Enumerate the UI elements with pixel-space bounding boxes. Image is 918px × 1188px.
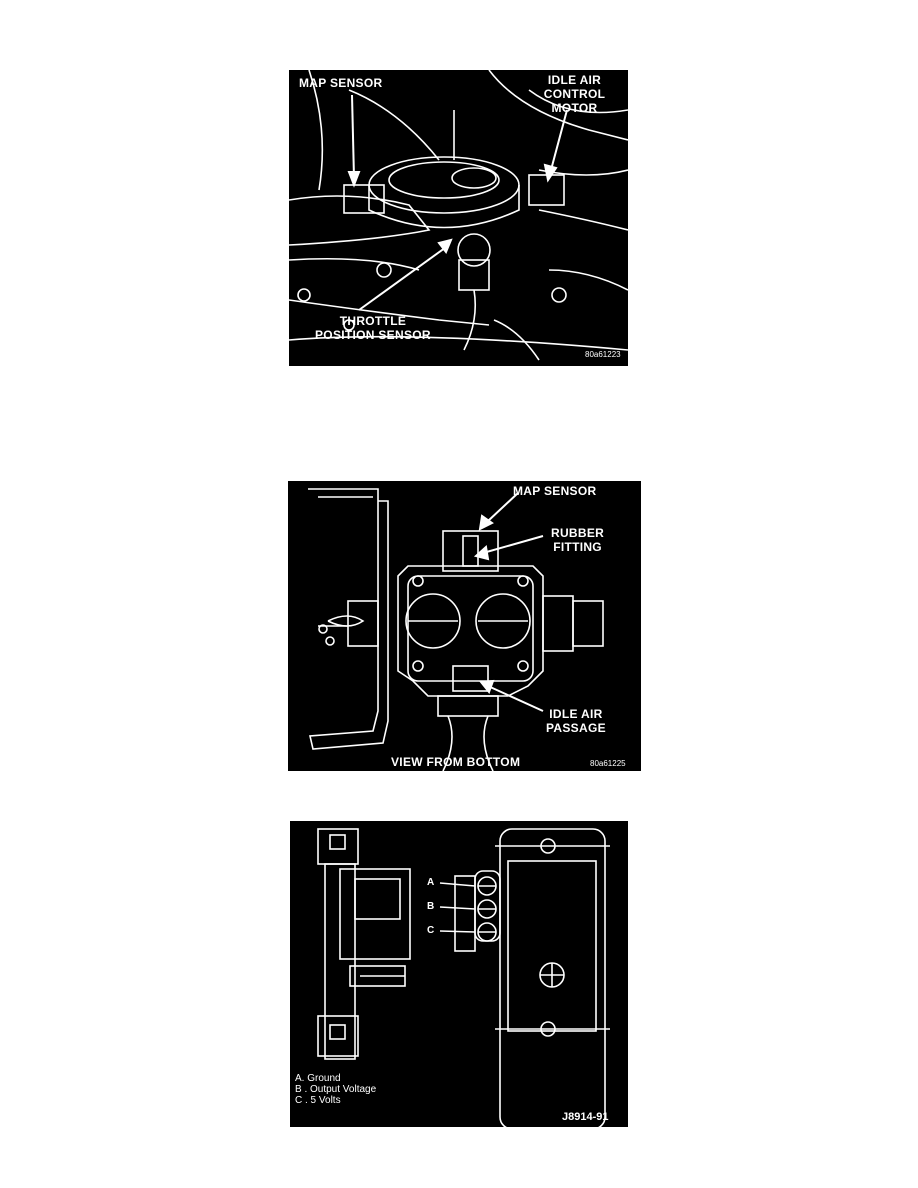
throttle-body-illustration [308, 488, 604, 771]
label-line: RUBBER [551, 526, 605, 540]
legend-item: B . Output Voltage [295, 1084, 377, 1095]
legend-item: C . 5 Volts [295, 1095, 341, 1106]
label-line: IDLE AIR [547, 73, 602, 87]
figure-map-sensor-connector: A B C A. Ground B . Output Voltage C . 5… [290, 821, 628, 1127]
legend-item: A. Ground [295, 1073, 341, 1084]
pin-legend: A. Ground B . Output Voltage C . 5 Volts [295, 1073, 376, 1106]
label-idle-air-control-motor: IDLE AIR CONTROL MOTOR [521, 73, 628, 115]
label-map-sensor: MAP SENSOR [513, 484, 597, 498]
label-line: THROTTLE [339, 314, 407, 328]
label-line: PASSAGE [546, 721, 606, 735]
pin-label-b: B [427, 901, 435, 912]
label-view-from-bottom: VIEW FROM BOTTOM [391, 755, 521, 769]
pin-label-a: A [427, 877, 435, 888]
map-sensor-illustration [317, 828, 610, 1127]
pin-label-c: C [427, 925, 435, 936]
figure-code: 80a61225 [590, 759, 626, 768]
figure-throttle-body-bottom: MAP SENSOR RUBBER FITTING IDLE AIR PASSA… [288, 481, 641, 771]
label-rubber-fitting: RUBBER FITTING [551, 526, 604, 554]
engine-illustration [289, 70, 628, 361]
label-idle-air-passage: IDLE AIR PASSAGE [546, 707, 606, 735]
figure-code: 80a61223 [585, 350, 621, 359]
label-line: POSITION SENSOR [315, 328, 431, 342]
label-line: FITTING [553, 540, 602, 554]
figure-code: J8914-91 [562, 1111, 609, 1123]
label-line: CONTROL MOTOR [543, 87, 606, 115]
label-throttle-position-sensor: THROTTLE POSITION SENSOR [315, 314, 431, 342]
label-map-sensor: MAP SENSOR [299, 76, 383, 90]
figure-throttle-body-engine: MAP SENSOR IDLE AIR CONTROL MOTOR THROTT… [289, 70, 628, 366]
label-line: IDLE AIR [549, 707, 603, 721]
